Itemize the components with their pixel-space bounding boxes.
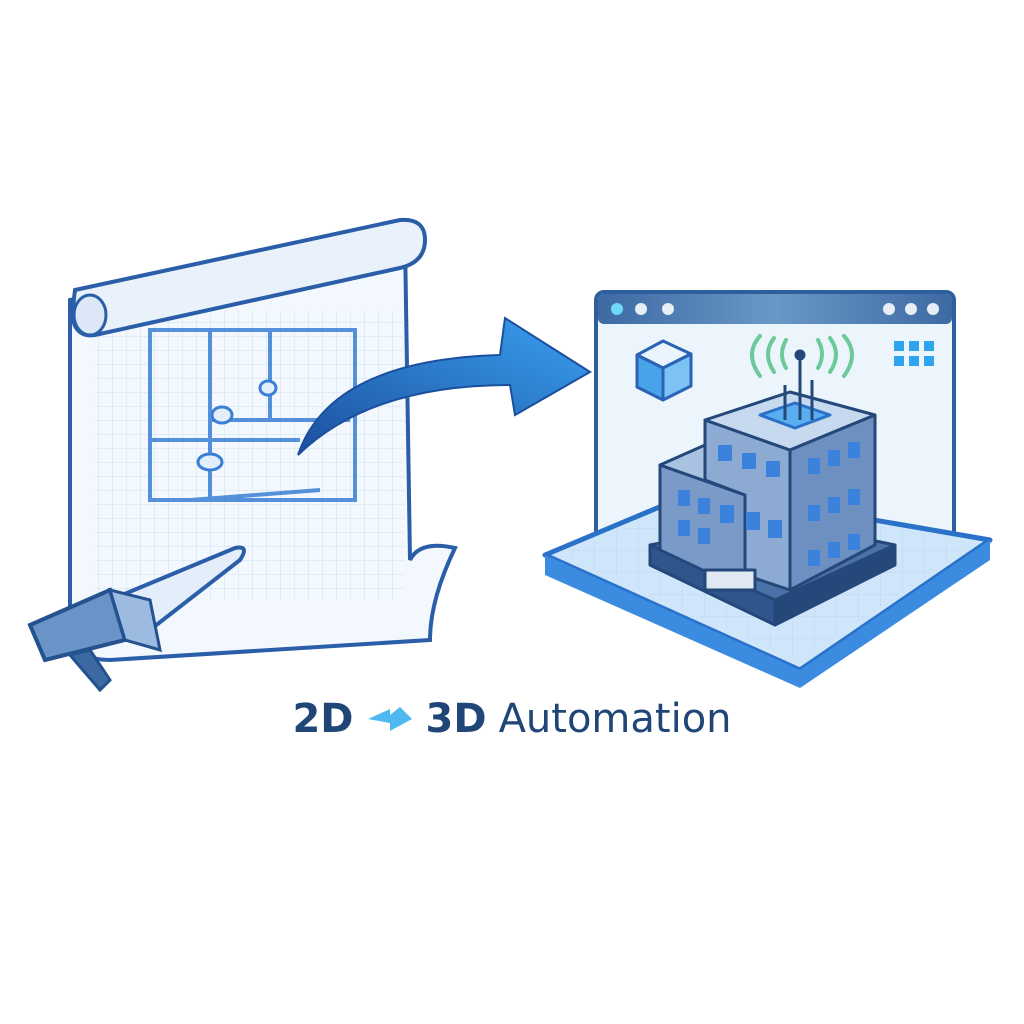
caption-automation: Automation [498,696,732,742]
wifi-signal-icon [750,334,854,378]
caption-3d: 3D [425,696,487,742]
cube-icon [635,339,693,402]
grid-apps-icon [894,341,934,366]
caption-2d: 2D [292,696,354,742]
caption: 2D 3D Automation [0,696,1024,742]
curved-arrow-icon [297,316,592,456]
caliper-icon [27,545,246,693]
swap-arrow-icon [367,707,412,731]
building-windows [678,442,860,566]
